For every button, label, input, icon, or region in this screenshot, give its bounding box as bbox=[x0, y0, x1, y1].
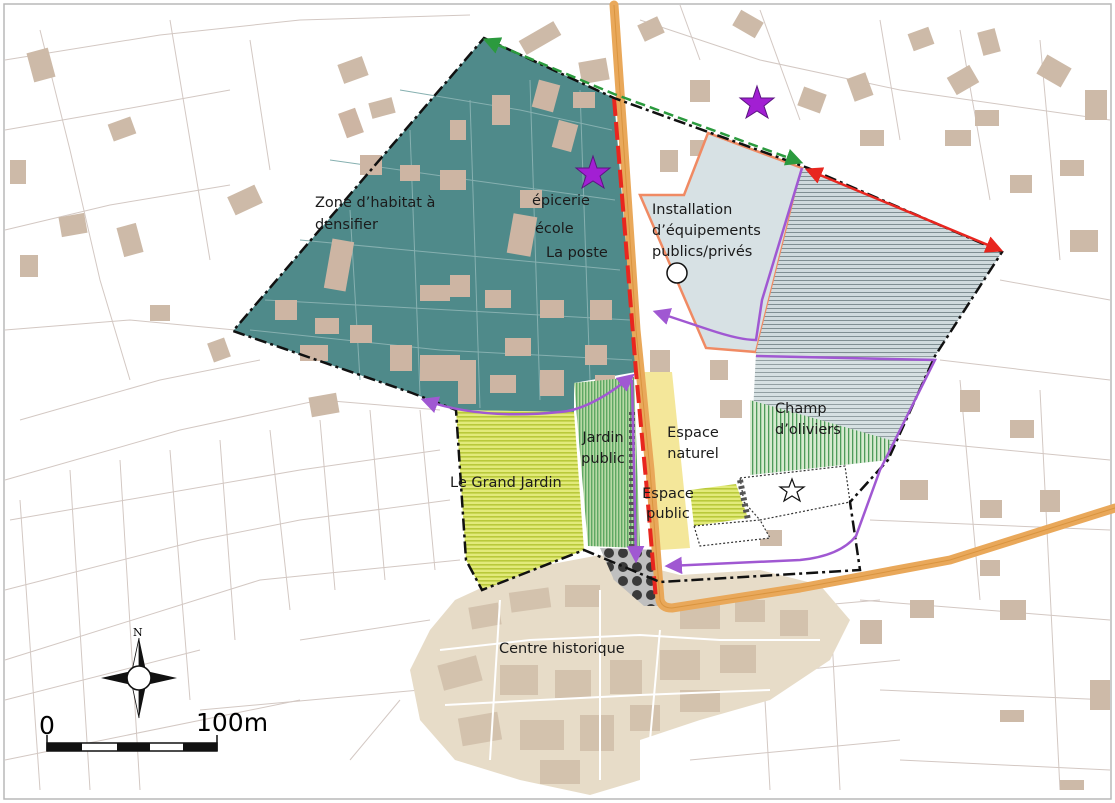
red-arrow bbox=[804, 167, 1004, 253]
scale-start-label: 0 bbox=[39, 711, 55, 740]
label-epicerie: épicerie bbox=[532, 193, 590, 209]
label-installation: Installation d’équipements publics/privé… bbox=[652, 202, 761, 260]
star-purple-icon bbox=[574, 154, 612, 190]
purple-path-west bbox=[420, 373, 635, 416]
parcel-lines bbox=[4, 4, 1111, 791]
label-centre-historique: Centre historique bbox=[499, 641, 625, 657]
label-espace-public: Espace public bbox=[642, 486, 694, 522]
grand-jardin-area bbox=[456, 410, 584, 590]
main-road-edge bbox=[613, 4, 1115, 609]
label-ecole: école bbox=[535, 221, 574, 237]
label-poste: La poste bbox=[546, 245, 608, 261]
label-grand-jardin: Le Grand Jardin bbox=[450, 475, 562, 491]
champ-oliviers-area bbox=[750, 400, 890, 475]
espace-public-garden bbox=[690, 484, 748, 526]
label-zone-habitat: Zone d’habitat à densifier bbox=[315, 195, 436, 233]
label-champ-oliviers: Champ d’oliviers bbox=[775, 401, 841, 438]
buildings bbox=[10, 9, 1110, 790]
star-purple-icon bbox=[738, 84, 776, 120]
historic-buildings bbox=[437, 585, 808, 784]
compass-rose-icon bbox=[101, 637, 177, 719]
label-jardin-public: Jardin public bbox=[581, 430, 625, 467]
espace-naturel-area bbox=[638, 372, 690, 550]
purple-path-loop bbox=[664, 354, 938, 575]
purple-path-south bbox=[626, 379, 645, 564]
green-arrow bbox=[482, 37, 804, 166]
label-espace-naturel: Espace naturel bbox=[667, 425, 719, 462]
plaza-area bbox=[600, 548, 664, 606]
scale-end-label: 100m bbox=[196, 708, 269, 737]
scale-bar bbox=[46, 735, 218, 752]
jardin-public-area bbox=[574, 377, 640, 548]
circle-outline-icon bbox=[666, 262, 688, 284]
small-lot bbox=[693, 519, 771, 547]
hedge-line-2 bbox=[737, 479, 751, 521]
purple-path-east bbox=[652, 167, 804, 342]
historic-streets bbox=[439, 590, 820, 780]
red-dashed-route bbox=[612, 97, 658, 601]
compass-north-label: N bbox=[133, 626, 143, 639]
star-outline-icon bbox=[778, 477, 806, 503]
